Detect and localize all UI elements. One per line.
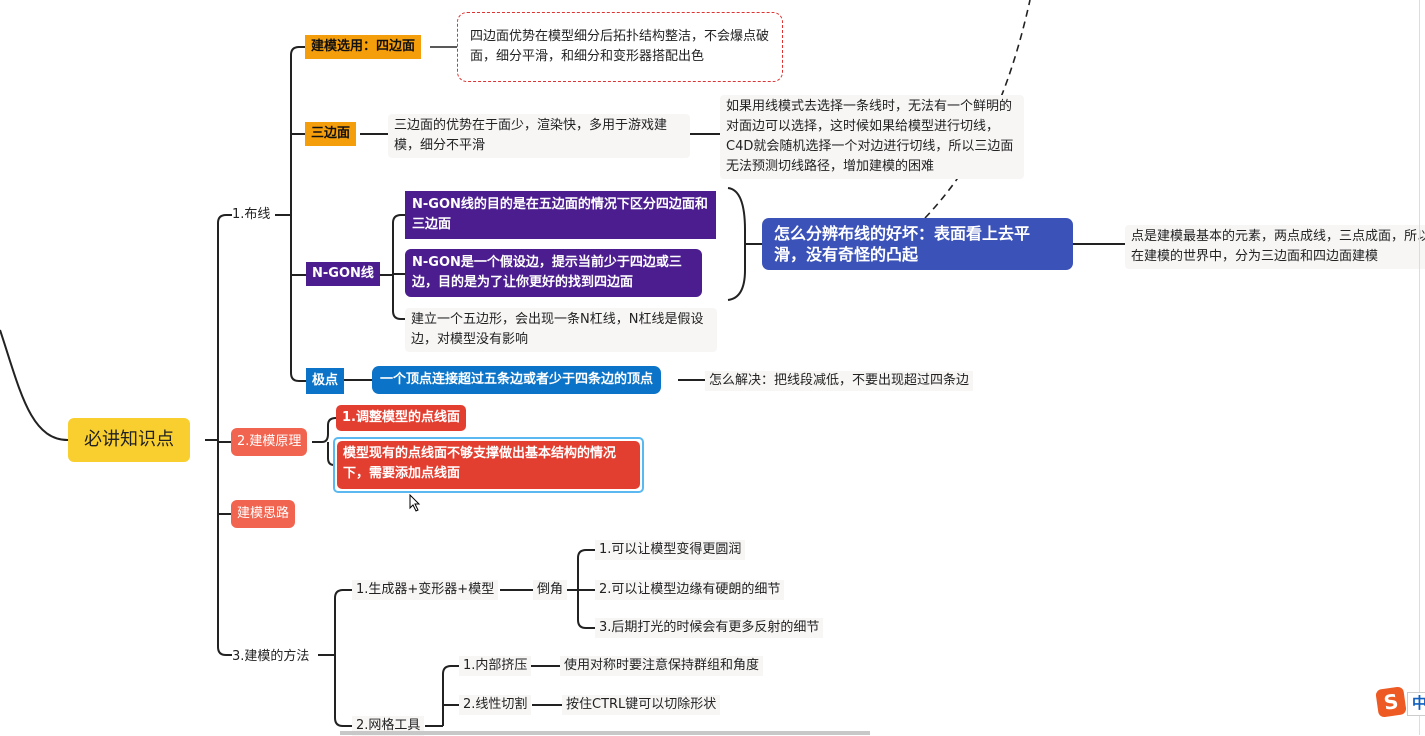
node-tri-detail[interactable]: 如果用线模式去选择一条线时，无法有一个鲜明的对面边可以选择，这时候如果给模型进行… [720, 95, 1024, 179]
node-summary[interactable]: 怎么分辨布线的好坏：表面看上去平滑，没有奇怪的凸起 [762, 218, 1073, 270]
ngon-item[interactable]: N-GON线的目的是在五边面的情况下区分四边面和三边面 [405, 191, 716, 239]
node-method[interactable]: 3.建模的方法 [232, 649, 310, 664]
node-generator[interactable]: 1.生成器+变形器+模型 [352, 580, 499, 600]
node-pole-def[interactable]: 一个顶点连接超过五条边或者少于四条边的顶点 [372, 366, 662, 394]
mouse-cursor-icon [409, 494, 421, 512]
mesh-tool[interactable]: 2.线性切割 [459, 695, 532, 715]
ngon-item[interactable]: 建立一个五边形，会出现一条N杠线，N杠线是假设边，对模型没有影响 [405, 308, 717, 352]
ngon-item[interactable]: N-GON是一个假设边，提示当前少于四边或三边，目的是为了让你更好的找到四边面 [405, 249, 702, 297]
node-tri[interactable]: 三边面 [305, 122, 357, 146]
principle-item-text: 模型现有的点线面不够支撑做出基本结构的情况下，需要添加点线面 [337, 441, 640, 489]
horizontal-scrollbar[interactable] [340, 731, 870, 735]
node-principle[interactable]: 2.建模原理 [231, 428, 308, 456]
ime-mode-indicator[interactable]: 中 [1407, 692, 1425, 716]
node-pole-fix[interactable]: 怎么解决：把线段减低，不要出现超过四条边 [705, 371, 974, 391]
mesh-tool-note[interactable]: 按住CTRL键可以切除形状 [562, 695, 721, 715]
node-quad-note[interactable]: 四边面优势在模型细分后拓扑结构整洁，不会爆点破面，细分平滑，和细分和变形器搭配出… [457, 12, 783, 82]
node-quad[interactable]: 建模选用：四边面 [305, 35, 422, 59]
root-node[interactable]: 必讲知识点 [68, 418, 190, 462]
node-summary-note[interactable]: 点是建模最基本的元素，两点成线，三点成面，所以在建模的世界中，分为三边面和四边面… [1125, 225, 1425, 269]
sogou-ime-icon[interactable]: S [1375, 686, 1407, 718]
node-ngon[interactable]: N-GON线 [306, 262, 380, 286]
bevel-item[interactable]: 3.后期打光的时候会有更多反射的细节 [595, 618, 824, 638]
right-edge-divider [1419, 0, 1420, 735]
principle-item[interactable]: 1.调整模型的点线面 [336, 405, 466, 431]
node-wiring[interactable]: 1.布线 [232, 207, 271, 222]
node-pole[interactable]: 极点 [306, 368, 345, 394]
mesh-tool-note[interactable]: 使用对称时要注意保持群组和角度 [560, 656, 764, 676]
bevel-item[interactable]: 2.可以让模型边缘有硬朗的细节 [595, 580, 785, 600]
principle-item-selected[interactable]: 模型现有的点线面不够支撑做出基本结构的情况下，需要添加点线面 [333, 437, 644, 493]
node-idea[interactable]: 建模思路 [231, 500, 296, 528]
bevel-item[interactable]: 1.可以让模型变得更圆润 [595, 540, 746, 560]
node-tri-note[interactable]: 三边面的优势在于面少，渲染快，多用于游戏建模，细分不平滑 [388, 114, 690, 158]
mesh-tool[interactable]: 1.内部挤压 [459, 656, 532, 676]
node-bevel[interactable]: 倒角 [533, 580, 568, 600]
